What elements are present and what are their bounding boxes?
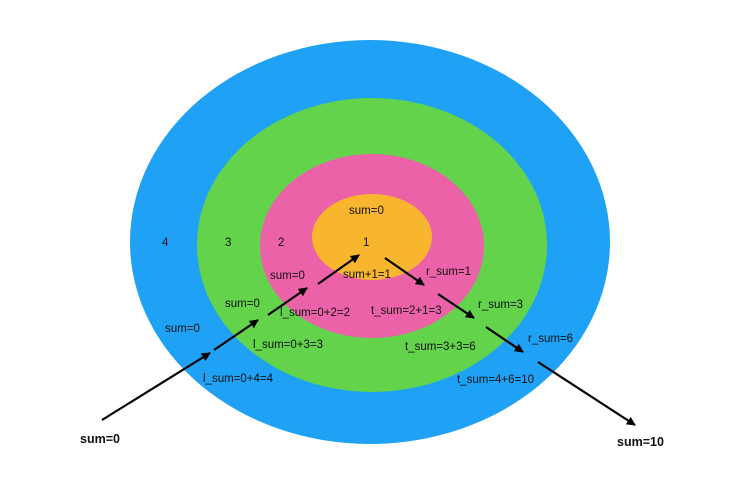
ring-3-label: 3 (225, 237, 231, 249)
arrow-in-level-1 (317, 254, 360, 285)
ring-4-t-sum: t_sum=4+6=10 (457, 374, 534, 386)
ring-4-label: 4 (162, 237, 169, 249)
input-sum: sum=0 (80, 432, 120, 446)
arrow-out-level-2 (437, 293, 475, 319)
arrow-out-level-3 (485, 326, 524, 353)
ring-2-label: 2 (278, 237, 284, 249)
ring-4-l-sum: l_sum=0+4=4 (203, 373, 274, 385)
ring-4-r-sum: r_sum=6 (528, 333, 573, 345)
output-sum: sum=10 (617, 435, 664, 449)
ring-2-in-sum: sum=0 (270, 270, 305, 282)
ring-2-t-sum: t_sum=2+1=3 (371, 305, 442, 317)
arrow-out-level-1 (384, 257, 425, 286)
ring-2-l-sum: l_sum=0+2=2 (280, 307, 350, 319)
ring-3-t-sum: t_sum=3+3=6 (405, 341, 476, 353)
ring-1-label: 1 (363, 237, 369, 249)
ring-3-in-sum: sum=0 (225, 298, 260, 310)
ring-3-l-sum: l_sum=0+3=3 (253, 339, 323, 351)
ring-3-r-sum: r_sum=3 (478, 299, 523, 311)
ring-1-calc: sum+1=1 (343, 269, 391, 281)
ring-2-r-sum: r_sum=1 (426, 266, 471, 278)
ring-4-in-sum: sum=0 (165, 323, 200, 335)
arrow-in-level-4 (101, 352, 211, 421)
ring-1-sum: sum=0 (349, 205, 384, 217)
ring-1 (312, 194, 432, 280)
arrow-in-level-2 (267, 287, 308, 316)
arrow-out-level-4 (537, 361, 636, 426)
arrow-in-level-3 (213, 319, 259, 351)
